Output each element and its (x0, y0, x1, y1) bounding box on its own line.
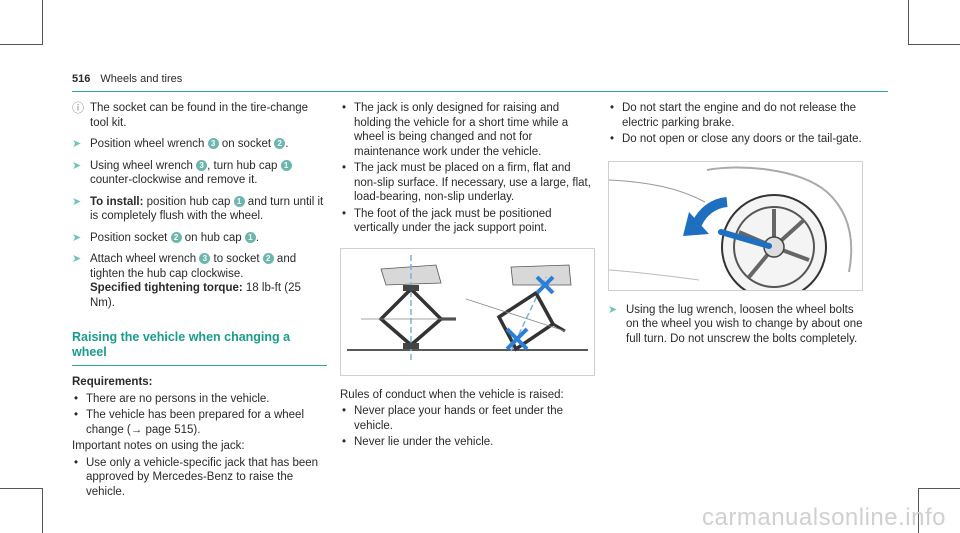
step-arrow-icon: ➤ (72, 253, 82, 265)
list-item: The jack is only designed for raising an… (340, 101, 595, 159)
step-arrow-icon: ➤ (72, 159, 82, 172)
step-item: ➤ Position socket 2 on hub cap 1. (72, 231, 327, 246)
step-text: , turn hub cap (207, 159, 281, 172)
rules-intro: Rules of conduct when the vehicle is rai… (340, 388, 564, 401)
step-text: on socket (218, 138, 275, 150)
step-item: ➤ Using wheel wrench 3, turn hub cap 1 c… (72, 159, 327, 188)
header-divider (72, 91, 888, 92)
step-item: ➤ To install: position hub cap 1 and tur… (72, 195, 327, 224)
step-text: Position socket (90, 231, 171, 244)
step-text: and turn until it is completely flush wi… (90, 195, 324, 223)
notes-intro: Important notes on using the jack: (72, 440, 245, 452)
callout-number: 1 (244, 231, 256, 243)
crop-mark (42, 0, 43, 45)
callout-number: 1 (233, 195, 245, 207)
callout-number: 2 (262, 253, 274, 264)
step-arrow-icon: ➤ (608, 303, 618, 316)
section-title: Raising the vehicle when changing a whee… (72, 330, 327, 366)
list-item: The foot of the jack must be positioned … (340, 207, 595, 236)
list-item: Use only a vehicle-specific jack that ha… (72, 456, 327, 500)
callout-number: 3 (199, 253, 211, 264)
page-number: 516 (72, 73, 91, 85)
list-item: There are no persons in the vehicle. (72, 392, 327, 407)
step-text: Using wheel wrench (90, 159, 197, 172)
step-text: . (285, 138, 289, 150)
callout-number: 3 (196, 159, 208, 171)
crop-mark (918, 488, 919, 533)
step-arrow-icon: ➤ (72, 138, 82, 150)
step-text: . (255, 231, 260, 244)
info-circle-icon: ⓘ (72, 101, 85, 115)
callout-number: 2 (274, 138, 286, 149)
crop-mark (908, 44, 960, 45)
step-text: Attach wheel wrench (90, 253, 200, 265)
callout-number: 3 (207, 138, 219, 149)
list-item: The vehicle has been prepared for a whee… (72, 408, 327, 437)
list-item: Do not open or close any doors or the ta… (608, 132, 863, 147)
step-label: To install: (90, 195, 144, 208)
callout-number: 1 (280, 159, 292, 171)
step-text: Position wheel wrench (90, 138, 208, 150)
step-text: to socket (210, 253, 263, 265)
page-header: 516 Wheels and tires (72, 72, 182, 87)
step-item: ➤ Position wheel wrench 3 on socket 2. (72, 137, 327, 152)
column-left: ⓘ The socket can be found in the tire-ch… (72, 101, 327, 501)
step-text: position hub cap (143, 195, 234, 208)
list-item: Do not start the engine and do not relea… (608, 101, 863, 130)
callout-number: 2 (170, 231, 182, 243)
crop-mark (918, 488, 960, 489)
crop-mark (42, 488, 43, 533)
requirements-label: Requirements: (72, 376, 153, 388)
spec-label: Specified tightening torque: (90, 282, 243, 294)
wheel-wrench-diagram (608, 166, 853, 300)
jack-diagram (347, 254, 588, 361)
spec-value: 18 lb-ft (25 Nm). (90, 282, 301, 309)
crop-mark (0, 44, 42, 45)
crop-mark (0, 488, 42, 489)
wheel-illustration (608, 160, 863, 300)
page-title: Wheels and tires (100, 73, 183, 85)
tip-text: The socket can be found in the tire-chan… (90, 102, 309, 129)
step-text: on hub cap (181, 231, 245, 244)
watermark: carmanualsonline.info (702, 503, 946, 531)
list-item: The jack must be placed on a firm, flat … (340, 161, 595, 205)
list-item: Never place your hands or feet under the… (340, 404, 595, 433)
step-text: Using the lug wrench, loosen the wheel b… (626, 303, 863, 345)
tip-note: ⓘ The socket can be found in the tire-ch… (72, 101, 327, 130)
step-arrow-icon: ➤ (72, 231, 82, 244)
step-text: counter-clockwise and remove it. (90, 174, 258, 186)
step-arrow-icon: ➤ (72, 195, 82, 208)
crop-mark (908, 0, 909, 45)
jack-illustration (340, 247, 595, 376)
column-right: Do not start the engine and do not relea… (608, 101, 863, 353)
list-item: Never lie under the vehicle. (340, 435, 595, 450)
step-item: ➤ Using the lug wrench, loosen the wheel… (608, 303, 863, 347)
step-item: ➤ Attach wheel wrench 3 to socket 2 and … (72, 252, 327, 310)
column-middle: The jack is only designed for raising an… (340, 101, 595, 452)
step-text: and tighten the hub cap clockwise. (90, 253, 297, 280)
